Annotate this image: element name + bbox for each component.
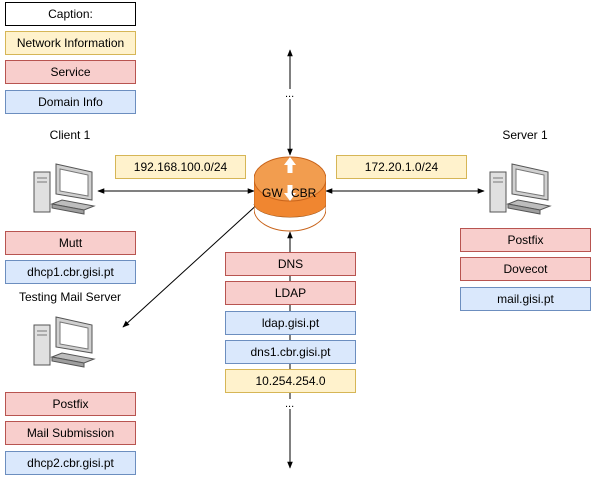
legend-domain-info: Domain Info <box>5 90 136 114</box>
router-label-cbr: CBR <box>291 186 317 200</box>
client1-computer-icon <box>33 163 96 215</box>
client1-title: Client 1 <box>49 128 91 142</box>
server1-service-postfix: Postfix <box>460 228 591 252</box>
testing-server-gw-link <box>122 201 261 328</box>
testing-domain: dhcp2.cbr.gisi.pt <box>5 451 136 475</box>
client1-network: 192.168.100.0/24 <box>115 155 246 179</box>
testing-service-postfix: Postfix <box>5 392 136 416</box>
caption-title: Caption: <box>5 2 136 26</box>
gw-service-ldap: LDAP <box>225 281 356 305</box>
top-ellipsis: ... <box>284 88 296 100</box>
router-icon <box>254 156 326 232</box>
router-label-gw: GW <box>262 186 283 200</box>
testing-mail-server-title: Testing Mail Server <box>18 290 122 304</box>
server1-network: 172.20.1.0/24 <box>336 155 467 179</box>
legend-service: Service <box>5 60 136 84</box>
server1-title: Server 1 <box>502 128 548 142</box>
legend-network-information: Network Information <box>5 31 136 55</box>
gw-network: 10.254.254.0 <box>225 369 356 393</box>
server1-computer-icon <box>489 163 552 215</box>
server1-domain: mail.gisi.pt <box>460 287 591 311</box>
gw-domain-ldap: ldap.gisi.pt <box>225 311 356 335</box>
client1-domain: dhcp1.cbr.gisi.pt <box>5 260 136 284</box>
gw-service-dns: DNS <box>225 252 356 276</box>
client1-service-mutt: Mutt <box>5 231 136 255</box>
testing-service-mail-submission: Mail Submission <box>5 421 136 445</box>
server1-service-dovecot: Dovecot <box>460 257 591 281</box>
gw-domain-dns1: dns1.cbr.gisi.pt <box>225 340 356 364</box>
bottom-ellipsis: ... <box>284 398 296 410</box>
testing-mail-server-computer-icon <box>33 316 96 368</box>
